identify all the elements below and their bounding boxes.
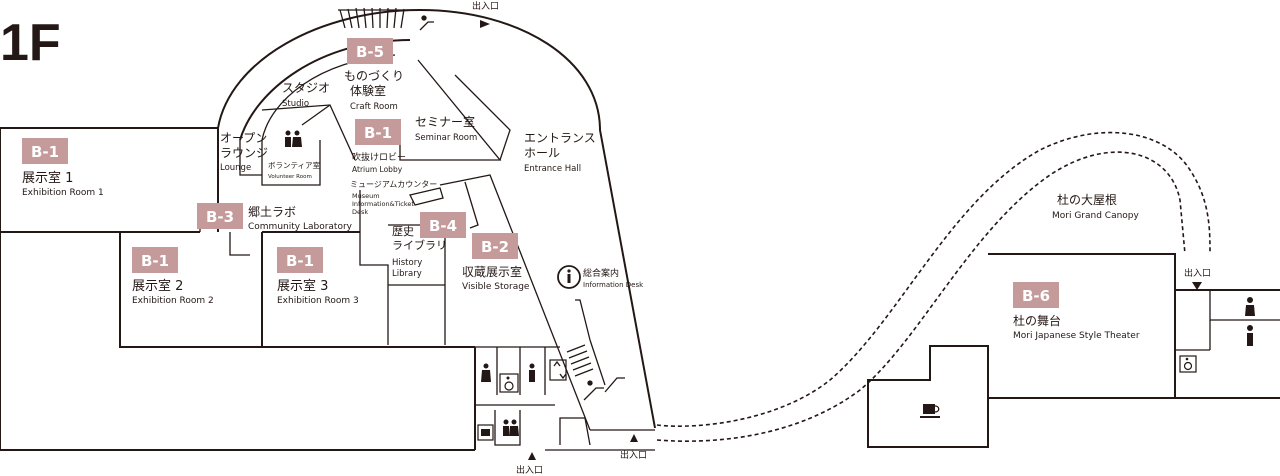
building-walls xyxy=(0,8,656,451)
elevator-icon xyxy=(549,359,567,381)
badge-exh3: B-1 xyxy=(277,247,323,273)
exit-bottom-label: 出入口 xyxy=(516,464,543,476)
wheelchair-icon xyxy=(499,373,519,393)
canopy-ja: 杜の大屋根 xyxy=(1057,192,1117,207)
svg-text:B-6: B-6 xyxy=(1022,287,1050,305)
exit-bottom-right-arrow-icon xyxy=(630,434,638,442)
badge-exh2: B-1 xyxy=(132,247,178,273)
exh3-en: Exhibition Room 3 xyxy=(277,296,359,306)
information-icon xyxy=(557,265,581,289)
floor-label: 1F xyxy=(0,14,61,72)
craft-ja2: 体験室 xyxy=(350,83,386,98)
svg-text:B-3: B-3 xyxy=(206,208,234,226)
history-en1: History xyxy=(392,258,422,268)
craft-en: Craft Room xyxy=(350,102,398,112)
restroom-icon xyxy=(1245,297,1255,316)
storage-en: Visible Storage xyxy=(462,282,530,292)
community-ja: 郷土ラボ xyxy=(248,205,296,219)
exit-bottom-right-label: 出入口 xyxy=(620,449,647,461)
badge-craft: B-5 xyxy=(347,38,393,64)
restroom-icon xyxy=(481,363,491,382)
canopy-en: Mori Grand Canopy xyxy=(1052,211,1140,221)
canopy-path xyxy=(656,131,1211,427)
restroom-icon xyxy=(285,130,302,147)
svg-text:B-1: B-1 xyxy=(31,143,59,161)
exit-theater-arrow-icon xyxy=(1192,282,1202,290)
central-stairs-icon xyxy=(566,299,606,386)
museum-desk-en1: Museum xyxy=(352,192,380,200)
svg-text:B-2: B-2 xyxy=(481,238,509,256)
seminar-en: Seminar Room xyxy=(415,133,477,143)
exh1-ja: 展示室 1 xyxy=(22,170,73,186)
badge-theater: B-6 xyxy=(1013,282,1059,308)
exh2-en: Exhibition Room 2 xyxy=(132,296,214,306)
entrance-ja1: エントランス xyxy=(524,131,596,145)
museum-counter xyxy=(409,187,444,206)
exit-top-label: 出入口 xyxy=(472,0,499,12)
exh3-ja: 展示室 3 xyxy=(277,278,328,294)
badge-storage: B-2 xyxy=(472,233,518,259)
studio-ja: スタジオ xyxy=(282,81,330,95)
craft-ja1: ものづくり xyxy=(344,69,404,83)
atrium-en: Atrium Lobby xyxy=(352,165,403,174)
volunteer-en: Volunteer Room xyxy=(268,174,312,180)
info-desk-ja: 総合案内 xyxy=(583,267,619,279)
wheelchair-icon xyxy=(1179,355,1197,373)
escalator-icon xyxy=(419,15,625,401)
nursing-icon xyxy=(477,424,494,441)
studio-en: Studio xyxy=(282,99,309,109)
badge-atrium: B-1 xyxy=(355,119,401,145)
exit-theater-label: 出入口 xyxy=(1184,267,1211,279)
history-en2: Library xyxy=(392,269,422,279)
theater-en: Mori Japanese Style Theater xyxy=(1013,331,1140,341)
museum-desk-en2: Information&Ticket xyxy=(352,200,414,208)
lounge-en: Lounge xyxy=(220,163,251,173)
exh1-en: Exhibition Room 1 xyxy=(22,188,104,198)
lounge-ja1: オープン xyxy=(220,131,267,145)
svg-text:B-5: B-5 xyxy=(356,43,384,61)
museum-desk-en3: Desk xyxy=(352,208,368,216)
restroom-icon xyxy=(503,419,519,436)
restroom-icon xyxy=(1247,325,1253,346)
badge-community: B-3 xyxy=(197,203,243,229)
badge-exh1: B-1 xyxy=(22,138,68,164)
history-ja2: ライブラリ xyxy=(392,238,447,252)
svg-text:B-1: B-1 xyxy=(364,124,392,142)
entrance-ja2: ホール xyxy=(524,146,560,160)
info-desk-en: Information Desk xyxy=(583,281,644,289)
svg-text:B-1: B-1 xyxy=(286,252,314,270)
theater-ja: 杜の舞台 xyxy=(1013,313,1061,328)
history-ja1: 歴史 xyxy=(392,225,414,238)
restroom-icon xyxy=(529,363,535,382)
svg-text:B-4: B-4 xyxy=(429,217,457,235)
exit-top-arrow-icon xyxy=(480,20,490,28)
svg-text:B-1: B-1 xyxy=(141,252,169,270)
cafe-icon xyxy=(920,404,940,418)
community-en: Community Laboratory xyxy=(248,222,353,232)
atrium-ja: 吹抜けロビー xyxy=(352,151,406,163)
exh2-ja: 展示室 2 xyxy=(132,278,183,294)
top-stairs-icon xyxy=(338,7,408,29)
museum-desk-ja: ミュージアムカウンター xyxy=(350,180,437,189)
exit-bottom-arrow-icon xyxy=(528,452,536,460)
lounge-ja2: ラウンジ xyxy=(220,146,268,160)
theater-building xyxy=(867,253,1280,448)
volunteer-ja: ボランティア室 xyxy=(268,160,321,170)
seminar-ja: セミナー室 xyxy=(415,114,475,129)
entrance-en: Entrance Hall xyxy=(524,164,581,174)
storage-ja: 収蔵展示室 xyxy=(462,264,522,279)
badge-history: B-4 xyxy=(420,212,466,238)
